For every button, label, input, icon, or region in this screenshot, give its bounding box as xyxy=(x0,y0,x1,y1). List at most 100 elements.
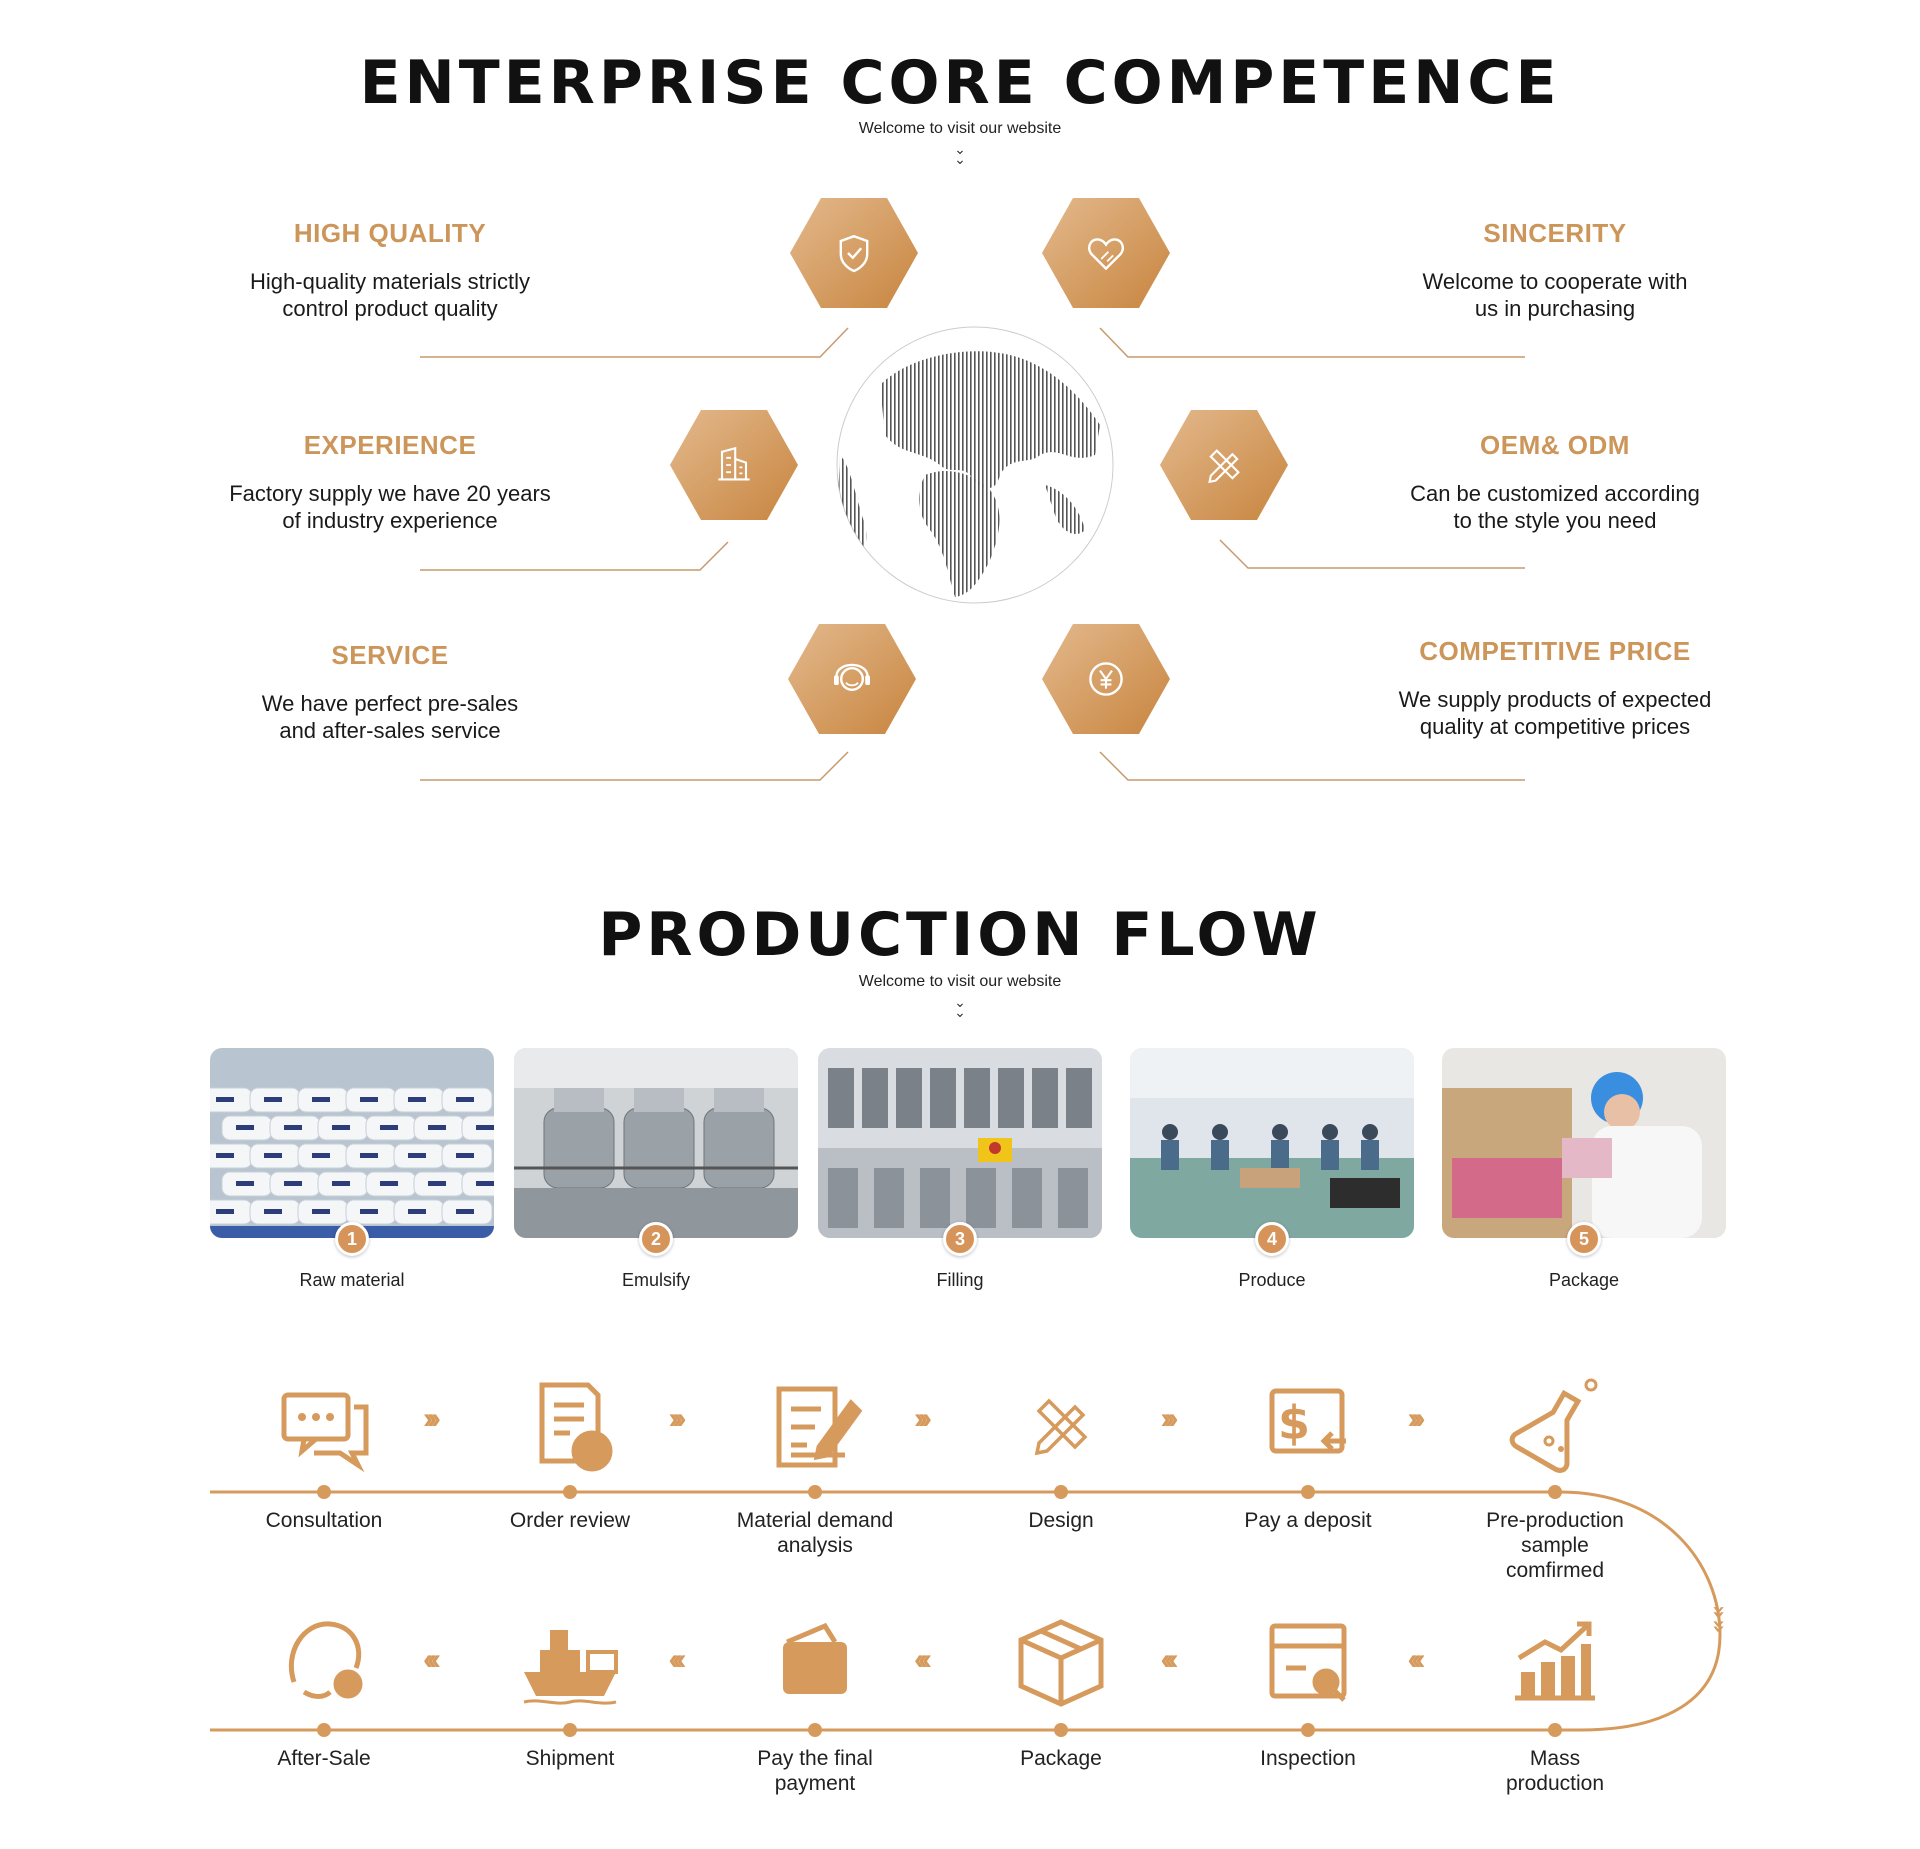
flow-step-line: Pay a deposit xyxy=(1244,1509,1372,1532)
shield-check-icon xyxy=(824,223,884,283)
dollar-card-icon: $ xyxy=(1258,1375,1358,1475)
flow-step-line: Mass xyxy=(1529,1747,1581,1770)
flow-node xyxy=(1301,1485,1315,1499)
competence-desc-line: Factory supply we have 20 years xyxy=(229,481,551,506)
flow-node xyxy=(563,1485,577,1499)
flow-step-line: comfirmed xyxy=(1505,1559,1605,1582)
building-icon xyxy=(704,435,764,495)
arrow-right-icon: ››› xyxy=(668,1402,687,1435)
production-photo xyxy=(818,1048,1102,1238)
arrow-left-icon: ‹‹‹ xyxy=(423,1643,441,1676)
arrow-right-icon: ››› xyxy=(914,1402,932,1435)
svg-text:$: $ xyxy=(802,1652,827,1693)
wallet-icon: $ xyxy=(765,1612,865,1712)
step-number-badge: 1 xyxy=(335,1222,369,1256)
arrow-left-icon: ‹‹‹ xyxy=(1407,1643,1426,1676)
section-title-core-competence: ENTERPRISE CORE COMPETENCE xyxy=(359,48,1561,118)
competence-hexagon xyxy=(1158,408,1290,522)
flow-step-label: Package xyxy=(941,1746,1181,1771)
competence-title: HIGH QUALITY xyxy=(293,218,487,248)
flow-node xyxy=(1054,1485,1068,1499)
competence-hexagon xyxy=(668,408,800,522)
flow-step-line: Shipment xyxy=(525,1747,615,1770)
arrow-right-icon: ››› xyxy=(1407,1402,1426,1435)
heart-icon xyxy=(1076,223,1136,283)
flow-node xyxy=(808,1723,822,1737)
chevron-down-icon: ⌄⌄ xyxy=(954,141,966,167)
production-step-label: Filling xyxy=(936,1270,984,1290)
competence-title: SINCERITY xyxy=(1483,218,1627,248)
flow-step-line: payment xyxy=(774,1772,856,1795)
production-photo xyxy=(210,1048,494,1238)
competence-desc-line: Welcome to cooperate with xyxy=(1422,269,1688,294)
flow-step-label: Inspection xyxy=(1188,1746,1428,1771)
flow-step-label: Pay a deposit xyxy=(1188,1508,1428,1558)
competence-hexagon xyxy=(1040,622,1172,736)
chevron-down-icon-2: ⌄⌄ xyxy=(954,994,966,1020)
flow-node xyxy=(1548,1723,1562,1737)
competence-title: SERVICE xyxy=(331,640,449,670)
flow-step-label: Consultation xyxy=(204,1508,444,1558)
flow-node xyxy=(317,1485,331,1499)
competence-title: EXPERIENCE xyxy=(303,430,477,460)
competence-hexagon xyxy=(788,196,920,310)
competence-desc-line: and after-sales service xyxy=(279,718,501,743)
connector-lines xyxy=(420,327,1525,781)
production-photo xyxy=(1130,1048,1414,1238)
pencil-ruler-icon xyxy=(1011,1375,1111,1475)
flow-node xyxy=(1054,1723,1068,1737)
flow-step-line: sample xyxy=(1521,1534,1589,1557)
pencil-ruler-icon xyxy=(1194,435,1254,495)
competence-desc-line: us in purchasing xyxy=(1474,296,1636,321)
section-title-production-flow: PRODUCTION FLOW xyxy=(598,900,1322,970)
competence-title: COMPETITIVE PRICE xyxy=(1419,636,1691,666)
globe-image xyxy=(830,325,1120,605)
competence-desc-line: control product quality xyxy=(282,296,498,321)
competence-desc-line: High-quality materials strictly xyxy=(250,269,530,294)
flow-step-label: Design xyxy=(941,1508,1181,1558)
flow-step-label: Shipment xyxy=(450,1746,690,1771)
production-photo xyxy=(1442,1048,1726,1238)
step-number-badge: 3 xyxy=(943,1222,977,1256)
step-number-badge: 4 xyxy=(1255,1222,1289,1256)
document-check-icon xyxy=(520,1375,620,1475)
production-step-label: Package xyxy=(1548,1270,1620,1290)
production-step-label: Emulsify xyxy=(621,1270,690,1290)
production-step-label: Produce xyxy=(1238,1270,1306,1290)
chat-bubbles-icon xyxy=(274,1375,374,1475)
flow-node xyxy=(1548,1485,1562,1499)
section-subtitle: Welcome to visit our website xyxy=(858,120,1062,137)
flow-step-line: production xyxy=(1505,1772,1605,1795)
competence-hexagon xyxy=(786,622,918,736)
flow-step-line: Pre-production xyxy=(1486,1509,1624,1532)
competence-hexagon xyxy=(1040,196,1172,310)
section-subtitle-2: Welcome to visit our website xyxy=(858,973,1062,990)
headset-icon xyxy=(822,649,882,709)
production-photo xyxy=(514,1048,798,1238)
arrow-right-icon: ››› xyxy=(1160,1402,1179,1435)
competence-desc-line: quality at competitive prices xyxy=(1419,714,1691,739)
competence-title: OEM& ODM xyxy=(1480,430,1630,460)
flask-icon xyxy=(1505,1375,1605,1475)
flow-track: »» xyxy=(210,1490,1731,1732)
support-gear-icon xyxy=(274,1612,374,1712)
flow-step-line: Material demand xyxy=(736,1509,894,1532)
yen-coin-icon xyxy=(1076,649,1136,709)
flow-step-line: Consultation xyxy=(265,1509,383,1532)
flow-step-line: Design xyxy=(1028,1509,1094,1532)
competence-desc-line: to the style you need xyxy=(1453,508,1657,533)
arrow-left-icon: ‹‹‹ xyxy=(668,1643,687,1676)
competence-desc-line: We supply products of expected xyxy=(1398,687,1712,712)
flow-step-line: Order review xyxy=(509,1509,631,1532)
flow-node xyxy=(317,1723,331,1737)
